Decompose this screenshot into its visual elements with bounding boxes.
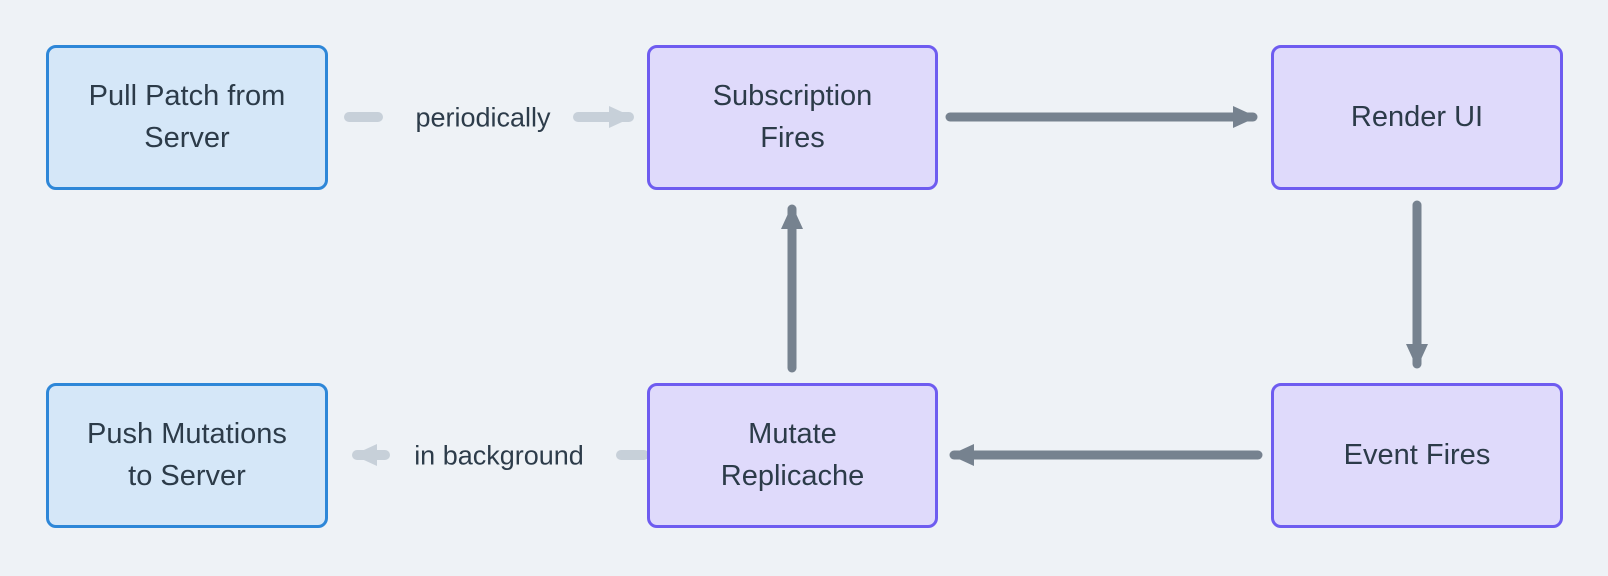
node-event-fires: Event Fires <box>1271 383 1563 528</box>
node-subscription-fires: Subscription Fires <box>647 45 938 190</box>
edge-label-in-background: in background <box>414 440 584 471</box>
edge-label-periodically: periodically <box>415 102 551 133</box>
node-render-ui: Render UI <box>1271 45 1563 190</box>
node-mutate-replicache: Mutate Replicache <box>647 383 938 528</box>
node-pull-patch-from-server: Pull Patch from Server <box>46 45 328 190</box>
node-push-mutations-to-server: Push Mutations to Server <box>46 383 328 528</box>
